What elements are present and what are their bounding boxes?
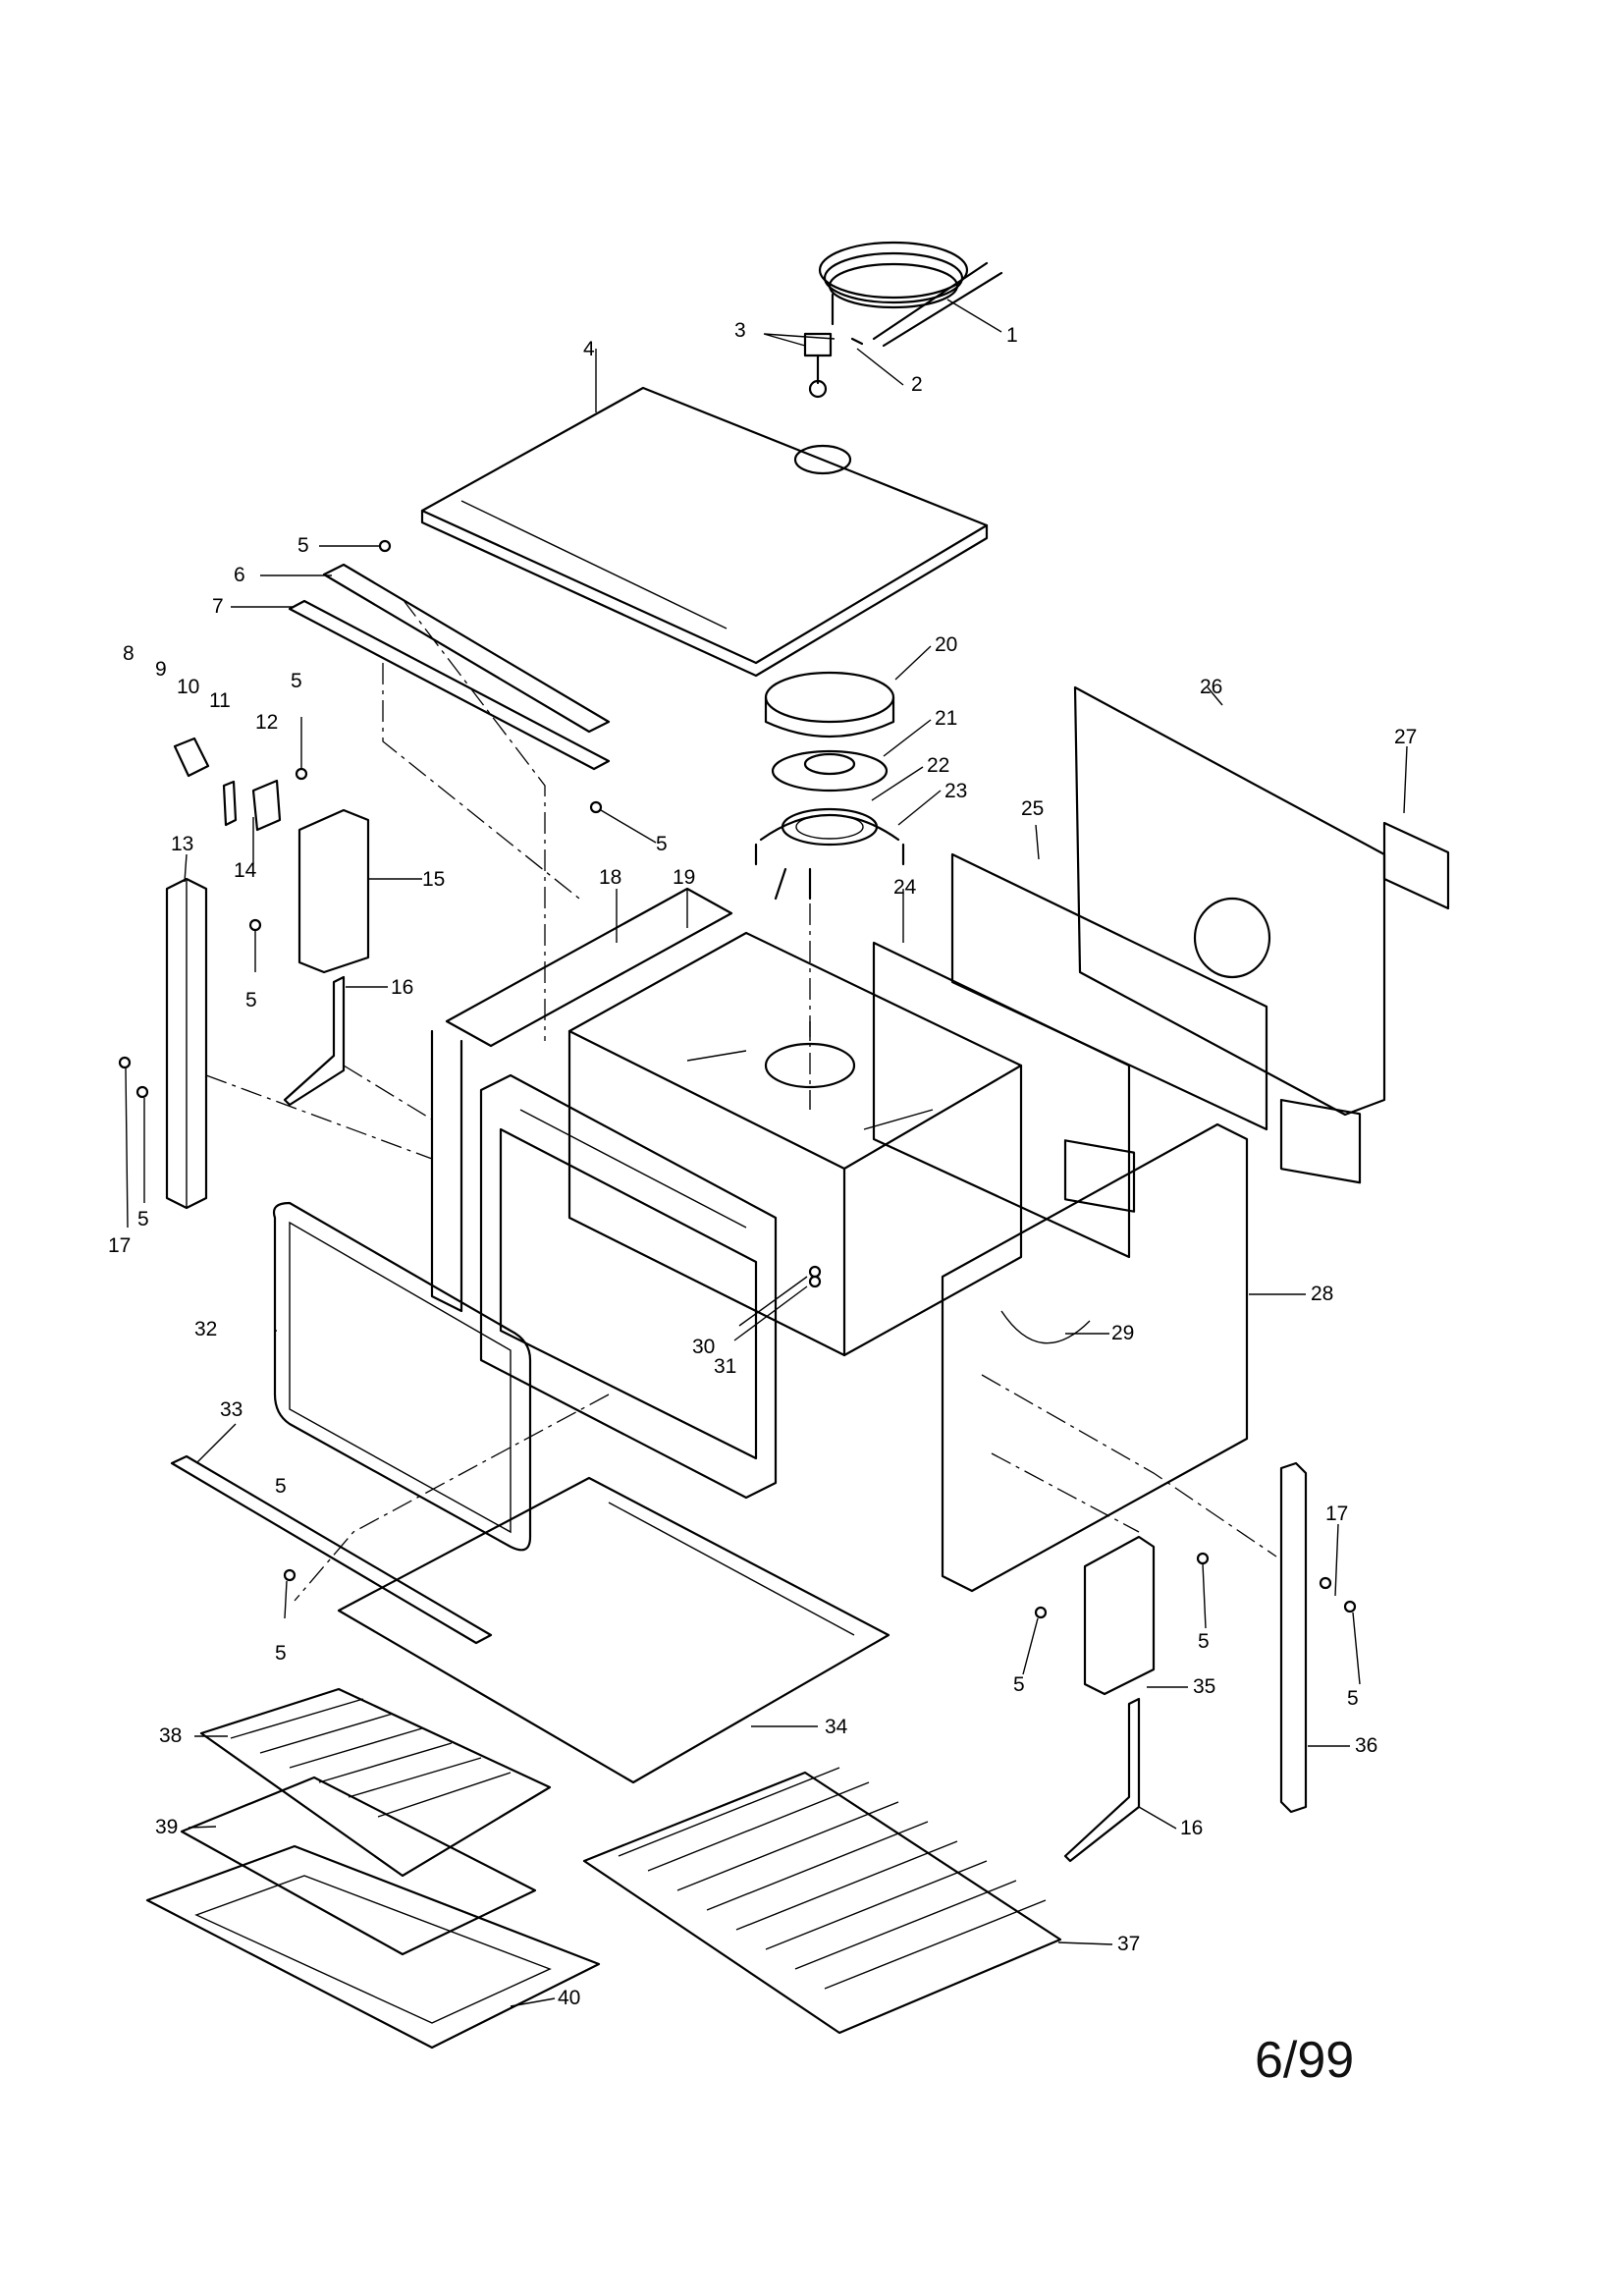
part-left-side-panel <box>430 887 733 1313</box>
callout-23: 23 <box>944 780 967 802</box>
callout-5c: 5 <box>656 833 668 855</box>
date-code: 6/99 <box>1255 2032 1355 2089</box>
callout-13: 13 <box>171 833 193 855</box>
part-back-panel <box>1073 685 1450 1184</box>
alignment-lines <box>205 598 1277 1602</box>
callout-8: 8 <box>123 642 135 665</box>
callout-4: 4 <box>583 338 595 360</box>
callout-5h: 5 <box>1013 1673 1025 1696</box>
part-front-frame <box>479 1073 778 1500</box>
part-control-switches <box>173 737 282 832</box>
callout-5j: 5 <box>1347 1687 1359 1710</box>
part-broiler-grid <box>180 1776 537 1956</box>
part-hinge-left <box>283 975 346 1107</box>
callout-5b: 5 <box>291 670 302 692</box>
part-oven-rack-small <box>199 1687 552 1878</box>
part-top-panel <box>420 386 989 678</box>
callout-5g: 5 <box>275 1642 287 1665</box>
part-oven-bottom <box>337 1476 890 1784</box>
callout-24: 24 <box>893 876 917 899</box>
part-right-trim <box>1279 1461 1308 1814</box>
callout-37: 37 <box>1117 1933 1140 1955</box>
callout-7: 7 <box>212 595 224 618</box>
callout-33: 33 <box>220 1398 243 1421</box>
part-right-side-panel <box>941 1122 1249 1593</box>
callout-28: 28 <box>1311 1283 1333 1305</box>
part-rear-inner-panel <box>872 852 1268 1259</box>
callout-22: 22 <box>927 754 949 777</box>
callout-26: 26 <box>1200 676 1222 698</box>
callout-14: 14 <box>234 859 257 882</box>
part-hinge-right <box>1063 1697 1141 1863</box>
part-gas-hose <box>818 241 1003 348</box>
callout-5a: 5 <box>297 534 309 557</box>
callout-30: 30 <box>692 1336 715 1358</box>
callout-32: 32 <box>194 1318 217 1340</box>
callout-20: 20 <box>935 633 957 656</box>
callout-27: 27 <box>1394 726 1417 748</box>
callout-11: 11 <box>209 689 231 712</box>
callout-29: 29 <box>1111 1322 1134 1344</box>
part-left-bracket <box>297 808 370 974</box>
callout-2: 2 <box>911 373 923 396</box>
callout-25: 25 <box>1021 797 1044 820</box>
callout-40: 40 <box>558 1987 580 2009</box>
callout-9: 9 <box>155 658 167 681</box>
callout-31: 31 <box>714 1355 736 1378</box>
callout-17a: 17 <box>108 1234 131 1257</box>
callout-17b: 17 <box>1325 1503 1348 1525</box>
part-right-bracket <box>1083 1535 1156 1696</box>
screw-icons <box>118 539 1357 1619</box>
callout-36: 36 <box>1355 1734 1377 1757</box>
callout-38: 38 <box>159 1724 182 1747</box>
callout-3: 3 <box>734 319 746 342</box>
part-oven-cavity <box>567 931 1023 1357</box>
callout-16b: 16 <box>1180 1817 1203 1839</box>
callout-34: 34 <box>825 1716 848 1738</box>
part-left-trim <box>165 877 208 1210</box>
leader-lines <box>125 299 1408 2007</box>
callout-18: 18 <box>599 866 621 889</box>
callout-21: 21 <box>935 707 957 730</box>
callout-1: 1 <box>1006 324 1018 347</box>
callout-16a: 16 <box>391 976 413 999</box>
callout-15: 15 <box>422 868 445 891</box>
callout-5i: 5 <box>1198 1630 1210 1653</box>
part-burner-assembly <box>754 671 905 901</box>
callout-5e: 5 <box>137 1208 149 1230</box>
part-front-rails <box>288 563 611 771</box>
callout-5d: 5 <box>245 989 257 1011</box>
part-broiler-pan <box>145 1844 601 2050</box>
part-oven-rack-large <box>582 1767 1062 2035</box>
callout-12: 12 <box>255 711 278 734</box>
part-fittings <box>803 293 864 399</box>
callout-19: 19 <box>673 866 695 889</box>
part-bottom-rail <box>170 1454 493 1645</box>
callout-39: 39 <box>155 1816 178 1838</box>
callout-labels: 1 2 3 4 5 6 7 8 9 10 11 12 5 5 13 14 15 … <box>108 319 1417 2009</box>
callout-5f: 5 <box>275 1475 287 1498</box>
callout-6: 6 <box>234 564 245 586</box>
part-door-gasket <box>272 1201 532 1552</box>
callout-35: 35 <box>1193 1675 1215 1698</box>
callout-10: 10 <box>177 676 199 698</box>
